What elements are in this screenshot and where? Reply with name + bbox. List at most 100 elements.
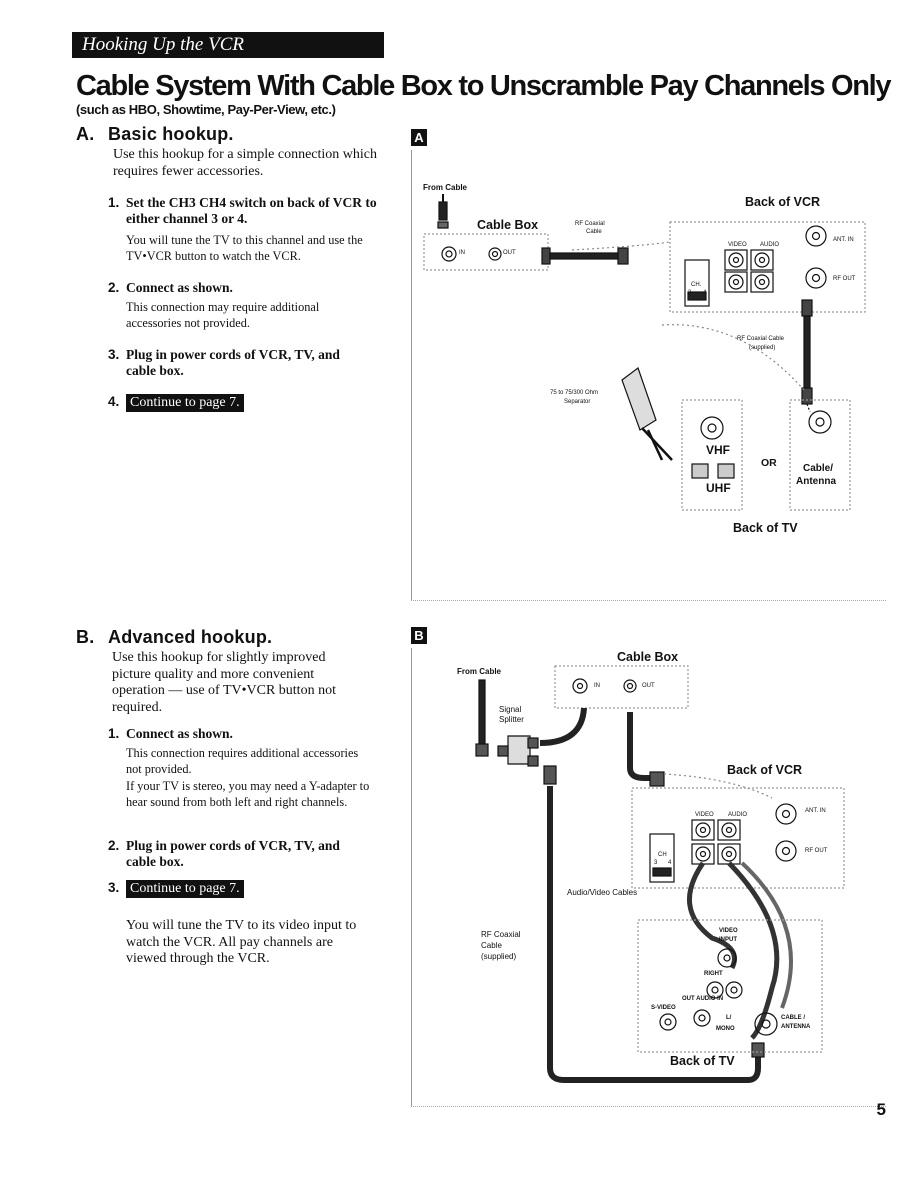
diagram-b-s-video-label: S-VIDEO bbox=[651, 1005, 676, 1011]
diagram-a-ant-in-label: ANT. IN bbox=[833, 237, 854, 243]
rf-coaxial-cable bbox=[549, 252, 619, 260]
diagram-b-av-cables-label: Audio/Video Cables bbox=[567, 888, 638, 897]
diagram-a-cable-box-label: Cable Box bbox=[477, 218, 539, 232]
diagram-a-out-label: OUT bbox=[503, 250, 516, 256]
cable-box-outline bbox=[554, 665, 689, 709]
step-note: You will tune the TV to this channel and… bbox=[126, 233, 363, 263]
diagram-a-rf-out-label: RF OUT bbox=[833, 276, 856, 282]
step-number: 1. bbox=[108, 195, 120, 210]
step-title: Set the CH3 CH4 switch on back of VCR to… bbox=[126, 195, 377, 226]
diagram-b-ant-in-label: ANT. IN bbox=[805, 808, 826, 814]
rf-cable-end-icon bbox=[541, 247, 551, 265]
diagram-b-rf-coaxial-label: RF Coaxial bbox=[481, 930, 521, 939]
diagram-a-separator-ohm-label: 75 to 75/300 Ohm bbox=[550, 390, 599, 396]
continue-to-page-7-link[interactable]: Continue to page 7. bbox=[126, 880, 244, 898]
diagram-a-ch4-label: 4 bbox=[703, 290, 707, 296]
cable-box-out-jack-icon bbox=[488, 247, 502, 261]
diagram-b-antenna-label: ANTENNA bbox=[781, 1024, 811, 1030]
diagram-a-back-of-tv-label: Back of TV bbox=[733, 521, 798, 535]
diagram-b-splitter-label: Splitter bbox=[499, 715, 524, 724]
section-b-title: Advanced hookup. bbox=[108, 627, 273, 647]
diagram-a-back-of-vcr-label: Back of VCR bbox=[745, 195, 821, 209]
diagram-a-frame bbox=[411, 150, 886, 601]
diagram-b-rf-out-label: RF OUT bbox=[805, 848, 828, 854]
diagram-b-audio-label: AUDIO bbox=[728, 812, 748, 818]
vcr-rf-out-jack-icon bbox=[775, 840, 797, 862]
step-number: 4. bbox=[108, 394, 120, 409]
diagram-b-back-of-tv-label: Back of TV bbox=[670, 1054, 735, 1068]
section-a-heading: A. Basic hookup. bbox=[76, 124, 234, 145]
tv-cable-antenna-jack-icon bbox=[808, 410, 832, 434]
diagram-b-signal-label: Signal bbox=[499, 705, 522, 714]
section-b-closing: You will tune the TV to its video input … bbox=[126, 918, 357, 966]
diagram-b-back-of-vcr-label: Back of VCR bbox=[727, 763, 803, 777]
diagram-b-cable-label: Cable bbox=[481, 941, 502, 950]
diagram-b-in-label: IN bbox=[594, 683, 600, 689]
diagram-a-audio-label: AUDIO bbox=[760, 242, 780, 248]
cable-box-out-jack-icon bbox=[623, 679, 637, 693]
step-note: If your TV is stereo, you may need a Y-a… bbox=[126, 779, 370, 809]
page-subtitle: (such as HBO, Showtime, Pay-Per-View, et… bbox=[76, 102, 336, 117]
section-title: Hooking Up the VCR bbox=[82, 34, 245, 55]
diagram-a-separator-label: Separator bbox=[564, 399, 591, 405]
cable-box-in-jack-icon bbox=[572, 678, 588, 694]
step-number: 3. bbox=[108, 880, 120, 895]
step-title: Plug in power cords of VCR, TV, and cabl… bbox=[126, 838, 340, 869]
diagram-a-cable-label: Cable bbox=[586, 229, 602, 235]
rf-coaxial-cable-supplied bbox=[547, 786, 761, 1083]
vcr-back-panel bbox=[631, 787, 845, 889]
diagram-b-cable-antenna-label: CABLE / bbox=[781, 1015, 805, 1021]
diagram-b-from-cable-label: From Cable bbox=[457, 667, 502, 676]
continue-to-page-7-link[interactable]: Continue to page 7. bbox=[126, 394, 244, 412]
section-b-letter: B. bbox=[76, 627, 95, 647]
tv-l-mono-jack-icon bbox=[693, 1009, 711, 1027]
diagram-b-frame bbox=[411, 648, 886, 1107]
step-title: Plug in power cords of VCR, TV, and cabl… bbox=[126, 347, 340, 378]
diagram-a-video-label: VIDEO bbox=[728, 242, 747, 248]
section-a-title: Basic hookup. bbox=[108, 124, 234, 144]
section-b-heading: B. Advanced hookup. bbox=[76, 627, 272, 648]
diagram-b-ch-label: CH bbox=[658, 852, 667, 858]
section-a-step-3: 3. Plug in power cords of VCR, TV, and c… bbox=[108, 347, 366, 379]
diagram-b-l-label: L/ bbox=[726, 1015, 732, 1021]
tv-uhf-terminal-icon bbox=[717, 463, 735, 479]
diagram-a-ch3-label: 3 bbox=[688, 290, 692, 296]
diagram-a-in-label: IN bbox=[459, 250, 465, 256]
diagram-a-rf-coaxial-label: RF Coaxial bbox=[575, 221, 605, 227]
diagram-b-right-label: RIGHT bbox=[704, 971, 723, 977]
diagram-b-video-input-label: VIDEO bbox=[719, 928, 738, 934]
step-note: This connection requires additional acce… bbox=[126, 746, 359, 776]
vcr-back-panel bbox=[669, 221, 866, 313]
diagram-b-video-input-label-2: INPUT bbox=[719, 937, 737, 943]
diagram-a-or-label: OR bbox=[761, 457, 777, 469]
diagram-a-uhf-label: UHF bbox=[706, 481, 731, 495]
tv-audio-jack-icon bbox=[706, 981, 724, 999]
tv-cable-antenna-jack-icon bbox=[754, 1012, 778, 1036]
diagram-b-cable-box-label: Cable Box bbox=[617, 650, 679, 664]
tv-vhf-jack-icon bbox=[700, 416, 724, 440]
section-b-step-3: 3. Continue to page 7. bbox=[108, 880, 244, 898]
tv-uhf-terminal-icon bbox=[691, 463, 709, 479]
diagram-b-illustration bbox=[475, 665, 845, 1083]
section-header-bar: Hooking Up the VCR bbox=[72, 32, 384, 58]
diagram-a-vhf-label: VHF bbox=[706, 443, 730, 457]
section-a-step-1: 1. Set the CH3 CH4 switch on back of VCR… bbox=[108, 195, 381, 264]
diagram-b-mono-label: MONO bbox=[716, 1026, 735, 1032]
matching-transformer-icon bbox=[621, 367, 657, 431]
channel-switch-icon bbox=[649, 833, 675, 883]
audio-video-cables bbox=[687, 861, 737, 970]
diagram-b-badge: B bbox=[411, 627, 427, 644]
section-a-letter: A. bbox=[76, 124, 95, 144]
tv-back-panel-cable bbox=[789, 399, 851, 511]
section-a-step-4: 4. Continue to page 7. bbox=[108, 394, 244, 412]
step-number: 2. bbox=[108, 838, 120, 853]
tv-back-panel-vhf-uhf bbox=[681, 399, 743, 511]
rf-cable-supplied bbox=[803, 315, 811, 389]
diagram-a-illustration bbox=[423, 194, 866, 511]
step-title: Connect as shown. bbox=[126, 726, 233, 741]
diagram-a-antenna-label: Antenna bbox=[796, 476, 836, 487]
step-number: 3. bbox=[108, 347, 120, 362]
step-note: This connection may require additional a… bbox=[126, 300, 320, 330]
step-title: Connect as shown. bbox=[126, 280, 233, 295]
vcr-ant-in-jack-icon bbox=[775, 803, 797, 825]
